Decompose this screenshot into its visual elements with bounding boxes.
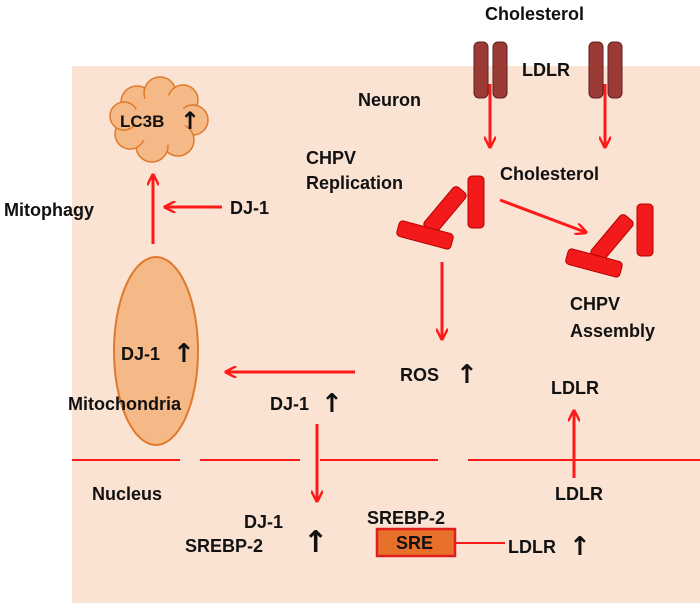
ldlr-receptor-right bbox=[588, 41, 623, 99]
ldlr-gene-up-arrow: ↑ bbox=[569, 532, 591, 562]
dj1-nucleus-label: DJ-1 bbox=[244, 512, 283, 532]
nucleus-label: Nucleus bbox=[92, 484, 162, 504]
ldlr-receptor-label: LDLR bbox=[522, 60, 570, 80]
dj1-mitophagy-label: DJ-1 bbox=[230, 198, 269, 218]
chpv-replication-label-line1: CHPV bbox=[306, 148, 356, 168]
neuron-label: Neuron bbox=[358, 90, 421, 110]
nucleus-up-arrow: ↑ bbox=[303, 525, 328, 560]
chpv-assembly-virions bbox=[565, 203, 654, 278]
sre-element-box bbox=[375, 527, 457, 558]
ros-label: ROS bbox=[400, 365, 439, 385]
dj1-mito-label: DJ-1 bbox=[121, 344, 160, 364]
sre-label: SRE bbox=[396, 533, 433, 553]
dj1-cyto-label: DJ-1 bbox=[270, 394, 309, 414]
mitophagy-label: Mitophagy bbox=[4, 200, 94, 220]
lc3b-up-arrow: ↑ bbox=[180, 107, 200, 135]
srebp2-nucleus-label: SREBP-2 bbox=[185, 536, 263, 556]
chpv-replication-label-line2: Replication bbox=[306, 173, 403, 193]
ldlr-cyto-label: LDLR bbox=[551, 378, 599, 398]
srebp2-sre-label: SREBP-2 bbox=[367, 508, 445, 528]
ldlr-receptor-left bbox=[473, 41, 508, 99]
ros-up-arrow: ↑ bbox=[456, 360, 478, 390]
mitochondria-label: Mitochondria bbox=[68, 394, 182, 414]
cholesterol-inside-label: Cholesterol bbox=[500, 164, 599, 184]
chpv-assembly-label-line2: Assembly bbox=[570, 321, 655, 341]
cholesterol-outside-label: Cholesterol bbox=[485, 4, 584, 24]
chpv-assembly-label-line1: CHPV bbox=[570, 294, 620, 314]
lc3b-label: LC3B bbox=[120, 112, 164, 131]
ldlr-gene-label: LDLR bbox=[508, 537, 556, 557]
dj1-mito-up-arrow: ↑ bbox=[173, 339, 195, 369]
dj1-cyto-up-arrow: ↑ bbox=[321, 389, 343, 419]
mitochondria-organelle bbox=[113, 256, 199, 446]
lc3b-autophagosome bbox=[109, 76, 209, 163]
ldlr-nucleus-label: LDLR bbox=[555, 484, 603, 504]
chpv-replication-virions bbox=[396, 175, 485, 250]
arrow-replication-to-assembly bbox=[499, 198, 585, 232]
